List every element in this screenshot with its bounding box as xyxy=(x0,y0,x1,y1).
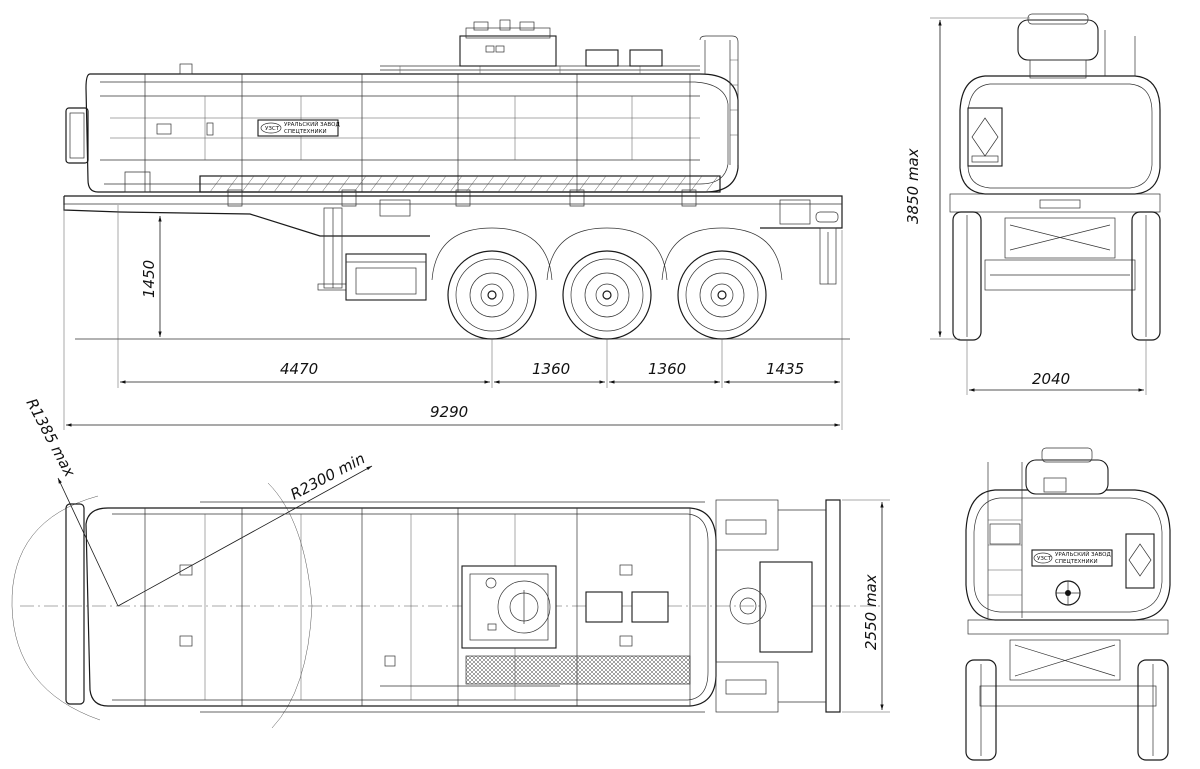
axle-wheels xyxy=(431,227,783,340)
rear-equipment-top xyxy=(715,499,841,713)
dim-front-radius: R1385 max xyxy=(22,395,78,480)
dim-turn-radius: R2300 min xyxy=(287,449,368,503)
back-plate: УЗСТ УРАЛЬСКИЙ ЗАВОД СПЕЦТЕХНИКИ xyxy=(1031,549,1113,567)
dim-front-to-axle: 4470 xyxy=(280,360,318,378)
valve-wheel-icon xyxy=(1055,580,1081,606)
side-guard xyxy=(124,171,721,207)
rear-view: 3850 max 2040 xyxy=(904,13,1161,395)
side-view: УЗСТ УРАЛЬСКИЙ ЗАВОД СПЕЦТЕХНИКИ xyxy=(63,19,850,430)
tank-side xyxy=(65,63,739,193)
wheel-1 xyxy=(447,250,537,340)
side-dimensions: 4470 1360 1360 1435 9290 1450 xyxy=(63,205,843,430)
back-plate-logo: УЗСТ xyxy=(1037,556,1052,562)
dim-max-width: 2550 max xyxy=(862,574,880,650)
dim-axle-spacing-1: 1360 xyxy=(532,360,570,378)
rear-ladder xyxy=(987,462,1023,618)
dim-frame-height: 1450 xyxy=(140,260,158,298)
flammable-diamond-icon xyxy=(967,107,1003,167)
dim-max-height: 3850 max xyxy=(904,148,922,224)
dim-track-width: 2040 xyxy=(1032,370,1070,388)
top-view: R2300 min R1385 max xyxy=(11,395,890,729)
plate-line-1: УРАЛЬСКИЙ ЗАВОД xyxy=(284,121,340,128)
dim-axle-spacing-2: 1360 xyxy=(648,360,686,378)
dim-rear-overhang: 1435 xyxy=(766,360,804,378)
dim-overall-length: 9290 xyxy=(430,403,468,421)
back-view: УЗСТ УРАЛЬСКИЙ ЗАВОД СПЕЦТЕХНИКИ xyxy=(965,447,1171,761)
plate-line-2: СПЕЦТЕХНИКИ xyxy=(284,129,327,135)
back-plate-line-1: УРАЛЬСКИЙ ЗАВОД xyxy=(1055,551,1111,558)
wheel-3 xyxy=(677,250,767,340)
manufacturer-plate: УЗСТ УРАЛЬСКИЙ ЗАВОД СПЕЦТЕХНИКИ xyxy=(257,119,340,137)
plate-logo: УЗСТ xyxy=(265,126,280,132)
tank-top-equipment xyxy=(380,19,739,165)
manhole-dome xyxy=(461,565,557,649)
flammable-diamond-icon xyxy=(1125,533,1155,589)
back-plate-line-2: СПЕЦТЕХНИКИ xyxy=(1055,559,1098,565)
wheel-2 xyxy=(562,250,652,340)
walkway-grille xyxy=(465,655,691,685)
